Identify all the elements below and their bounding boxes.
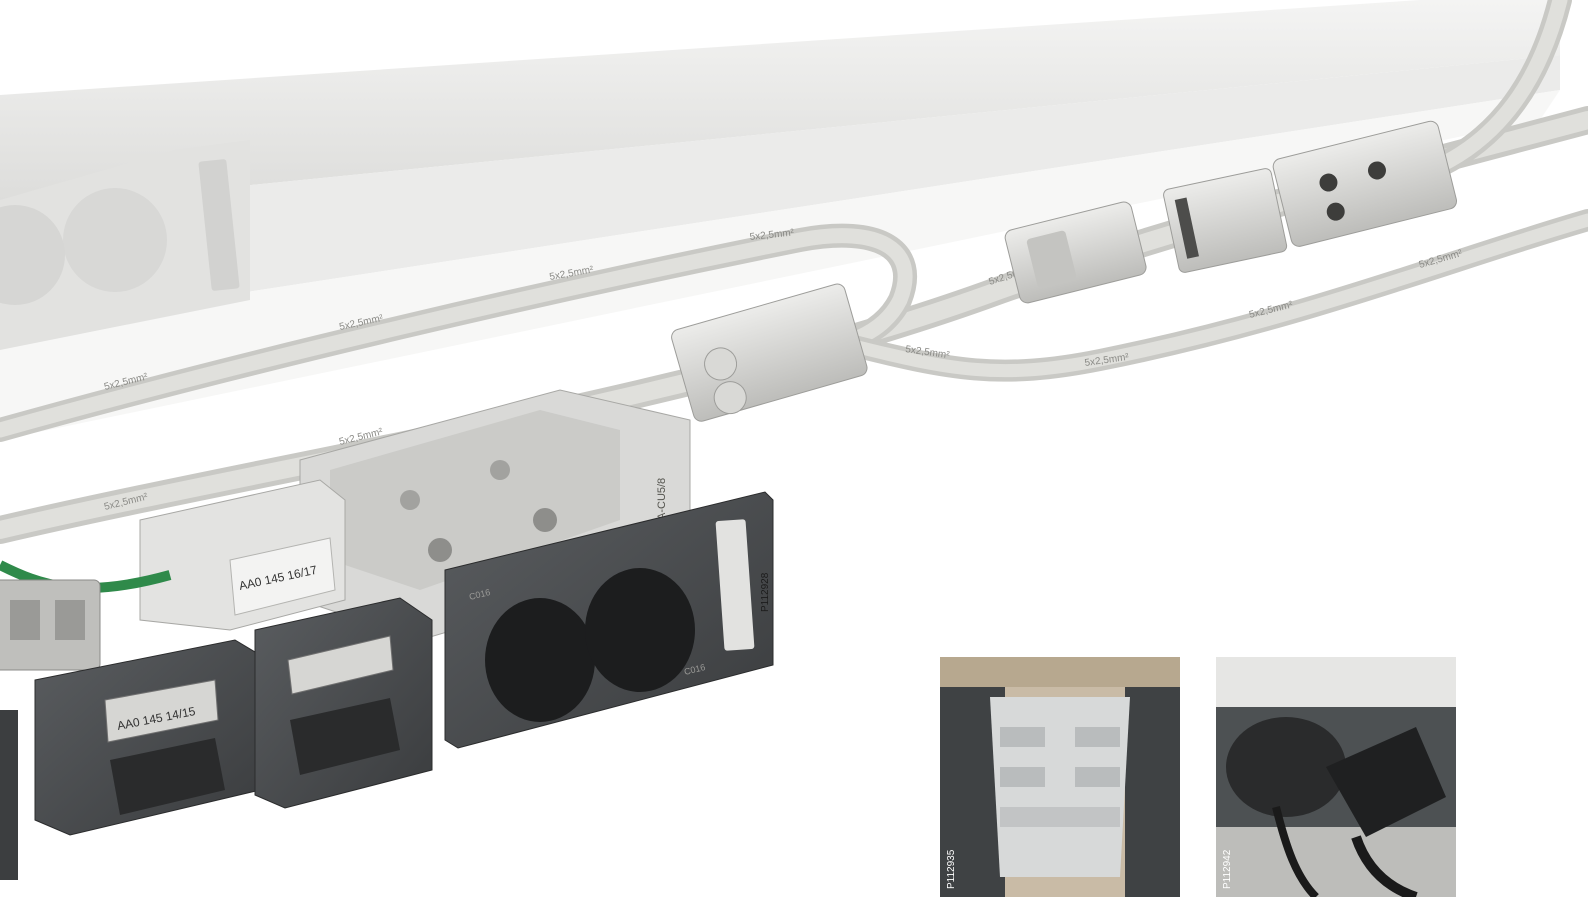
connector-plug — [1004, 201, 1147, 304]
inset-photo-left: P112935 — [940, 657, 1180, 897]
cable-trunking — [0, 0, 1560, 440]
photo-code: P112935 — [946, 849, 957, 889]
inset-photo-right: P112942 — [1216, 657, 1456, 897]
label-holder-icon — [198, 159, 240, 291]
cable-label: 5x2,5mm² — [749, 227, 795, 243]
connector-distributor — [1272, 120, 1458, 247]
network-jacks — [0, 579, 101, 671]
data-module-upper: AA0 145 16/17 — [139, 479, 346, 631]
inset-right-scene — [1216, 657, 1456, 897]
photo-code: P112942 — [1222, 849, 1233, 889]
socket-outlet-icon — [585, 568, 695, 692]
faceplate-edge — [0, 710, 18, 880]
socket-outline-icon — [0, 205, 65, 305]
connector-socket — [1163, 168, 1288, 273]
socket-marking: A-CU5/8 — [656, 478, 668, 520]
label-holder-icon — [715, 519, 755, 651]
socket-outlet-icon — [485, 598, 595, 722]
cable-connectors — [671, 120, 1458, 422]
connector-t-splitter — [671, 283, 868, 422]
data-faceplate-lower: AA0 145 14/15 — [34, 639, 261, 836]
cables — [0, 0, 1588, 544]
socket-outline-icon — [63, 188, 167, 292]
data-faceplate-second — [254, 597, 433, 809]
socket-faceplate-double: C016 C016 — [444, 491, 774, 749]
photo-code: P112928 — [760, 572, 771, 612]
inset-left-scene — [940, 657, 1180, 897]
